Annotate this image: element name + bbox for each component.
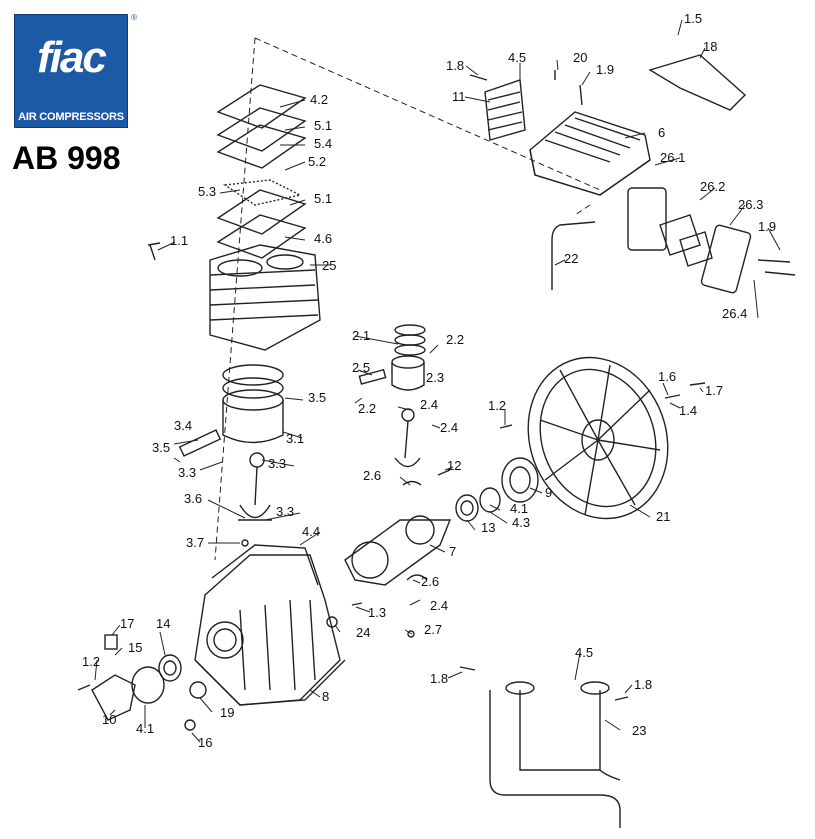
crankcase-8: [194, 544, 346, 706]
callout-4-4: 4.4: [302, 524, 320, 539]
cylinder-block-25: [209, 244, 321, 351]
callout-4-2: 4.2: [310, 92, 328, 107]
logo-tagline: AIR COMPRESSORS: [18, 111, 124, 123]
callout-20: 20: [573, 50, 587, 65]
leader-lines: [94, 19, 781, 743]
callout-2-2: 2.2: [446, 332, 464, 347]
callout-6: 6: [658, 125, 665, 140]
connecting-rod-2-4: [394, 408, 421, 468]
piston-2-3: [358, 324, 426, 391]
callout-5-1b: 5.1: [314, 191, 332, 206]
callout-25: 25: [322, 258, 336, 273]
callout-1-9: 1.9: [596, 62, 614, 77]
logo-wordmark: fiac: [37, 33, 107, 82]
callout-4-5: 4.5: [508, 50, 526, 65]
callout-2-7: 2.7: [424, 622, 442, 637]
callout-1-9b: 1.9: [758, 219, 776, 234]
fiac-logo: fiac AIR COMPRESSORS ®: [14, 13, 137, 128]
callout-17: 17: [120, 616, 134, 631]
callout-5-2: 5.2: [308, 154, 326, 169]
callout-2-2b: 2.2: [358, 401, 376, 416]
connecting-rod-3-3: [238, 452, 272, 521]
registered-mark: ®: [131, 13, 137, 22]
callout-3-3b: 3.3: [268, 456, 286, 471]
callout-8: 8: [322, 689, 329, 704]
callout-16: 16: [198, 735, 212, 750]
callout-5-1: 5.1: [314, 118, 332, 133]
alignment-dashes: [214, 37, 601, 561]
callout-3-4: 3.4: [174, 418, 192, 433]
manifold-11: [484, 79, 526, 141]
valve-plate-stack: [216, 84, 307, 259]
delivery-tube-22: [551, 221, 596, 290]
callout-11: 11: [452, 89, 466, 104]
callout-1-6: 1.6: [658, 369, 676, 384]
callout-1-3: 1.3: [368, 605, 386, 620]
callout-3-5: 3.5: [308, 390, 326, 405]
callout-18: 18: [703, 39, 717, 54]
model-title: AB 998: [12, 140, 121, 176]
callout-1-8c: 1.8: [634, 677, 652, 692]
filter-assembly-26: [627, 187, 752, 294]
fasteners: [77, 70, 796, 731]
callout-4-3: 4.3: [512, 515, 530, 530]
callout-2-6: 2.6: [363, 468, 381, 483]
callout-3-5b: 3.5: [152, 440, 170, 455]
callout-labels: 4.2 5.1 5.4 5.2 5.3 5.1 4.6 25 1.1 2.1 2…: [82, 11, 776, 750]
callout-1-2: 1.2: [488, 398, 506, 413]
callout-26-2: 26.2: [700, 179, 725, 194]
callout-1-7: 1.7: [705, 383, 723, 398]
callout-1-8: 1.8: [446, 58, 464, 73]
callout-13: 13: [481, 520, 495, 535]
callout-1-8b: 1.8: [430, 671, 448, 686]
callout-2-4b: 2.4: [440, 420, 458, 435]
crankshaft-7: [344, 515, 452, 586]
callout-2-1: 2.1: [352, 328, 370, 343]
callout-3-3: 3.3: [178, 465, 196, 480]
callout-9: 9: [545, 485, 552, 500]
flywheel-21: [527, 356, 669, 520]
callout-4-1b: 4.1: [136, 721, 154, 736]
callout-19: 19: [220, 705, 234, 720]
callout-7: 7: [449, 544, 456, 559]
callout-1-5: 1.5: [684, 11, 702, 26]
callout-26-1: 26.1: [660, 150, 685, 165]
callout-5-3: 5.3: [198, 184, 216, 199]
callout-3-3c: 3.3: [276, 504, 294, 519]
callout-14: 14: [156, 616, 170, 631]
support-bracket-23: [489, 681, 621, 828]
callout-2-4c: 2.4: [430, 598, 448, 613]
callout-1-2b: 1.2: [82, 654, 100, 669]
callout-26-3: 26.3: [738, 197, 763, 212]
callout-23: 23: [632, 723, 646, 738]
callout-15: 15: [128, 640, 142, 655]
callout-12: 12: [447, 458, 461, 473]
callout-3-6: 3.6: [184, 491, 202, 506]
callout-4-1: 4.1: [510, 501, 528, 516]
callout-26-4: 26.4: [722, 306, 747, 321]
callout-3-7: 3.7: [186, 535, 204, 550]
callout-10: 10: [102, 712, 116, 727]
callout-5-4: 5.4: [314, 136, 332, 151]
callout-1-4: 1.4: [679, 403, 697, 418]
callout-22: 22: [564, 251, 578, 266]
callout-24: 24: [356, 625, 370, 640]
callout-21: 21: [656, 509, 670, 524]
callout-2-6b: 2.6: [421, 574, 439, 589]
piston-3-1: [178, 364, 284, 457]
callout-4-5b: 4.5: [575, 645, 593, 660]
callout-1-1: 1.1: [170, 233, 188, 248]
head-cover-18: [648, 54, 747, 111]
callout-3-1: 3.1: [286, 431, 304, 446]
callout-4-6: 4.6: [314, 231, 332, 246]
rear-cover-10: [91, 654, 182, 721]
callout-2-5: 2.5: [352, 360, 370, 375]
callout-2-4: 2.4: [420, 397, 438, 412]
cylinder-head-6: [529, 111, 651, 196]
callout-2-3: 2.3: [426, 370, 444, 385]
